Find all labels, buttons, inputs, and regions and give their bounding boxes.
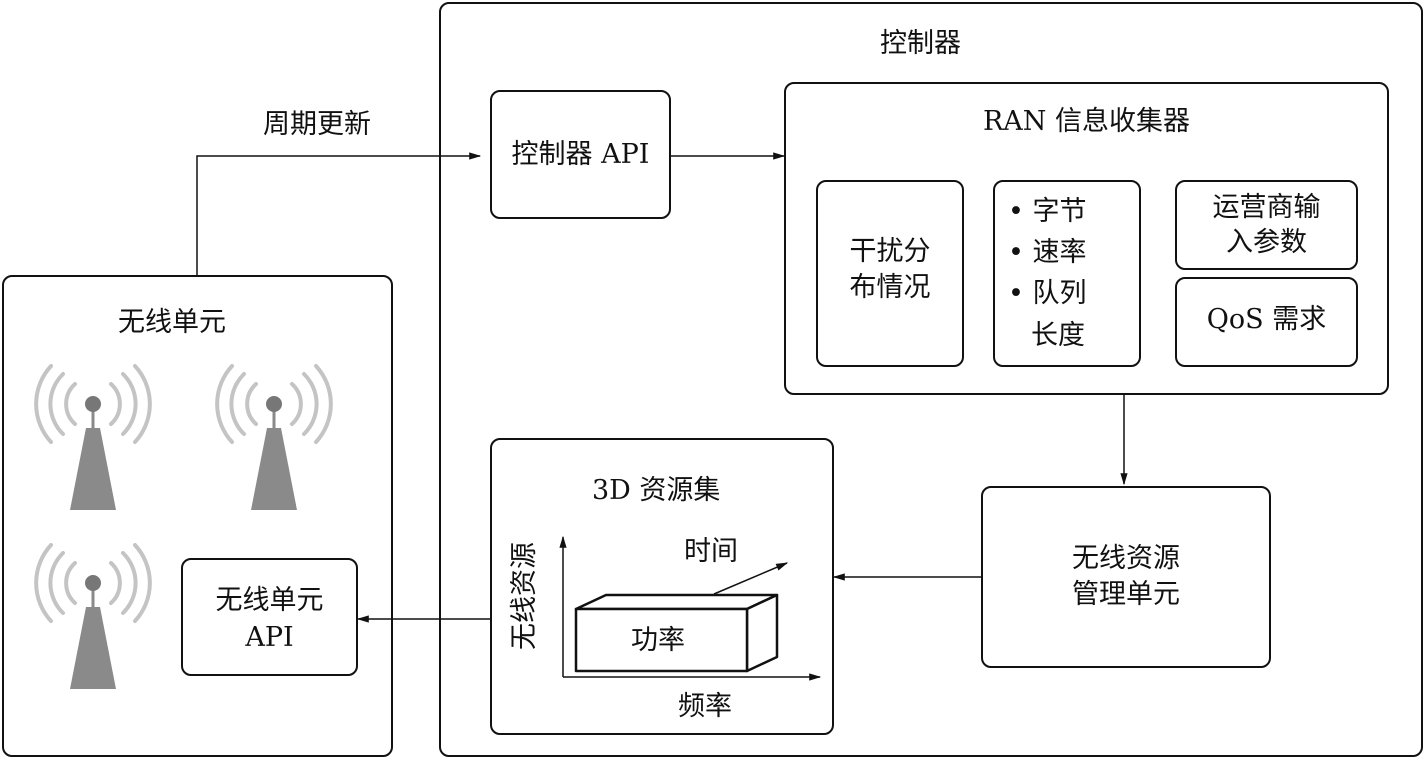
qos-label: QoS 需求: [1206, 304, 1327, 335]
controller-box: [439, 2, 1423, 757]
power-block-label: 功率: [631, 625, 685, 656]
interference-label-2: 布情况: [849, 272, 931, 303]
radio-tower-icon: [215, 364, 333, 510]
bullet-icon: •: [1008, 196, 1024, 227]
operator-input-label-1: 运营商输: [1212, 192, 1321, 223]
operator-input-box: [1175, 180, 1358, 270]
ran-collector-title: RAN 信息收集器: [982, 106, 1191, 137]
axis-time-label: 时间: [684, 536, 738, 567]
interference-box: [816, 180, 964, 367]
radio-unit-api-box: [181, 558, 358, 676]
rrm-box: [981, 486, 1271, 668]
radio-unit-box: [2, 275, 393, 757]
stats-item-continuation: 长度: [1031, 320, 1085, 351]
rrm-label-1: 无线资源: [1072, 543, 1180, 574]
radio-unit-title: 无线单元: [118, 307, 226, 338]
stats-item: • 队列: [1008, 278, 1087, 309]
rrm-label-2: 管理单元: [1072, 579, 1180, 610]
bullet-icon: •: [1008, 237, 1024, 268]
resource-set-box: [490, 438, 834, 735]
stats-item: • 字节: [1008, 196, 1087, 227]
radio-tower-icon: [34, 543, 152, 689]
radio-tower-icon: [34, 364, 152, 510]
radio-unit-api-label-2: API: [245, 622, 294, 653]
power-block: [574, 593, 779, 673]
operator-input-label-2: 入参数: [1226, 227, 1307, 258]
periodic-update-arrow: [196, 152, 482, 275]
qos-box: [1175, 277, 1358, 367]
controller-title: 控制器: [880, 28, 961, 59]
axis-time: [713, 562, 789, 595]
interference-label-1: 干扰分: [849, 236, 931, 267]
periodic-update-label: 周期更新: [263, 109, 371, 140]
stats-item: • 速率: [1008, 237, 1087, 268]
resource-set-title: 3D 资源集: [592, 475, 721, 506]
radio-unit-api-label-1: 无线单元: [215, 585, 324, 616]
bullet-icon: •: [1008, 278, 1024, 309]
stats-box: [993, 180, 1141, 367]
controller-api-label: 控制器 API: [511, 139, 650, 170]
axis-vertical-label: 无线资源: [509, 542, 540, 650]
axis-frequency-label: 频率: [678, 691, 732, 722]
controller-api-box: [490, 90, 671, 219]
ran-collector-box: [784, 82, 1389, 395]
